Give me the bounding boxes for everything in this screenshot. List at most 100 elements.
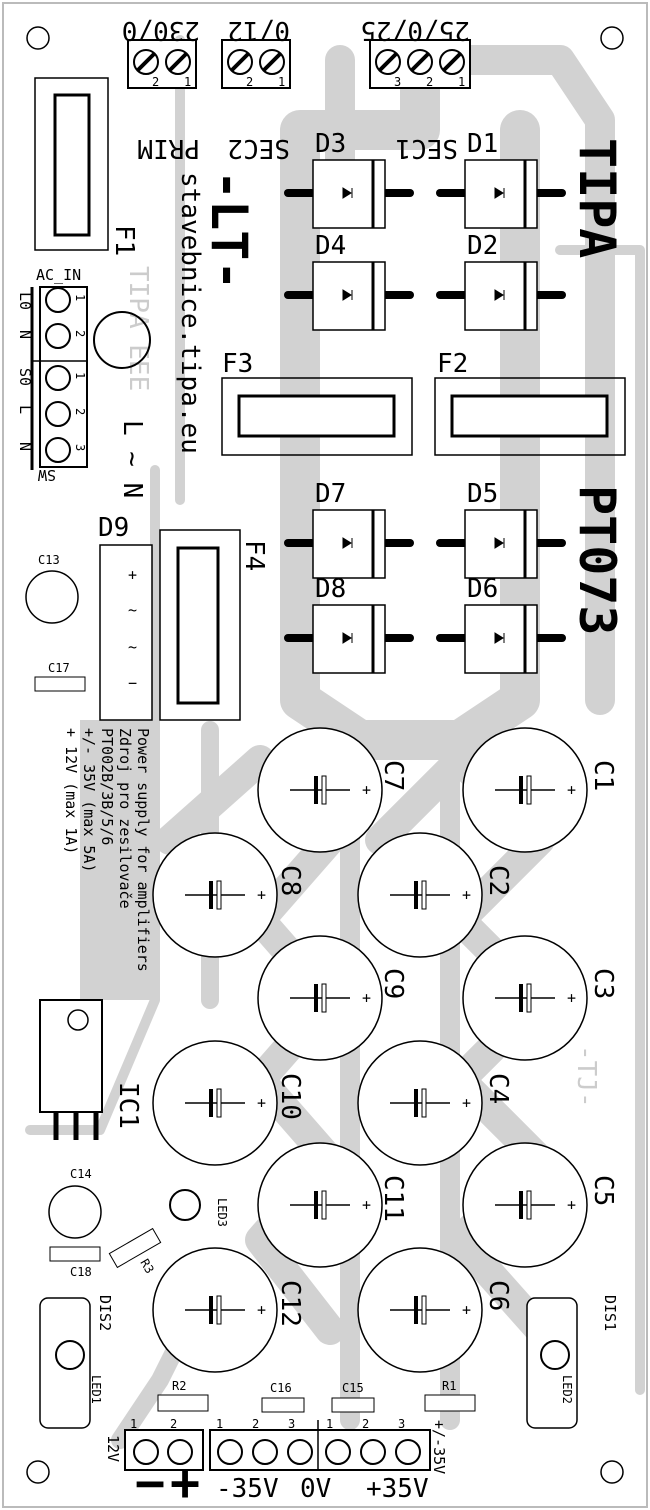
diode: D5: [436, 479, 566, 579]
diode-label: D4: [315, 231, 346, 261]
electrolytic-capacitor: +C11: [257, 1142, 408, 1268]
capacitor-plate: [519, 1191, 523, 1219]
capacitor-plate: [314, 1191, 318, 1219]
polarity-plus: +: [257, 1094, 266, 1112]
leds-displays: LED3 LED1 DIS2 LED2 DIS1: [39, 1189, 619, 1429]
pin-number: 2: [252, 1417, 259, 1431]
diode-symbol-icon: [494, 632, 505, 644]
switch-lamp-symbol: [93, 311, 151, 369]
resistor-label: R1: [442, 1379, 456, 1393]
electrolytic-capacitor: +C3: [462, 935, 618, 1061]
pin-number: 2: [73, 408, 87, 415]
terminal-label: S0: [16, 368, 34, 386]
electrolytic-capacitor: +C9: [257, 935, 408, 1061]
diode-label: D1: [467, 129, 498, 159]
polarity-plus: +: [257, 886, 266, 904]
cap-label: C15: [342, 1381, 364, 1395]
pin-number: 1: [458, 75, 465, 89]
terminal-35v: 1 2 3 1 2 3 -35V 0V +35V +/-35V: [209, 1417, 448, 1504]
diode: D8: [284, 574, 414, 674]
electrolytic-capacitor: +C2: [357, 832, 513, 958]
led-label: LED3: [215, 1198, 229, 1227]
fuse-label: F4: [239, 540, 269, 571]
capacitor-plate: [209, 1296, 213, 1324]
website-text: stavebnice.tipa.eu: [175, 172, 205, 454]
polarity-plus: +: [567, 781, 576, 799]
capacitor-plate: [526, 775, 532, 805]
pin-label: ~: [128, 638, 137, 656]
polarity-plus: +: [462, 1094, 471, 1112]
diode-label: D2: [467, 231, 498, 261]
regulator-ic1: IC1: [39, 999, 143, 1140]
capacitor-plate: [209, 1089, 213, 1117]
capacitor-plate: [526, 1190, 532, 1220]
diode-label: D8: [315, 574, 346, 604]
diode-label: D6: [467, 574, 498, 604]
description-line: Zdroj pro zesilovače: [116, 728, 134, 909]
diode: D7: [284, 479, 414, 579]
fuse-f2: F2: [434, 349, 626, 456]
pin-number: 1: [278, 75, 285, 89]
electrolytic-capacitor: + C4: [357, 1040, 513, 1166]
polarity-plus: +: [567, 989, 576, 1007]
author-mark-2: -TJ-: [571, 1045, 601, 1108]
model-text: PT073: [568, 485, 626, 636]
regulator-label: IC1: [113, 1082, 143, 1129]
electrolytic-capacitor: +C6: [357, 1247, 513, 1373]
diode-symbol-icon: [342, 289, 353, 301]
diode-symbol-icon: [494, 289, 505, 301]
plus-sign: +: [170, 1454, 200, 1510]
fuse-f1: F1: [34, 77, 139, 256]
minus-sign: −: [135, 1454, 165, 1510]
text-backdrop: [80, 720, 152, 1000]
bridge-label: D9: [98, 513, 129, 543]
capacitor-label: C4: [483, 1073, 513, 1104]
capacitor-plate: [519, 776, 523, 804]
polarity-plus: +: [362, 781, 371, 799]
capacitor-plate: [209, 881, 213, 909]
pin-number: 2: [362, 1417, 369, 1431]
electrolytic-capacitor: +C5: [462, 1142, 618, 1268]
capacitor-plate: [321, 983, 327, 1013]
description-block: Power supply for amplifiers Zdroj pro ze…: [62, 728, 152, 972]
diode-label: D5: [467, 479, 498, 509]
diode: D3: [284, 129, 414, 229]
display-label: DIS2: [96, 1295, 114, 1331]
diode-symbol-icon: [494, 187, 505, 199]
capacitor-label: C9: [378, 968, 408, 999]
cap-label: C13: [38, 553, 60, 567]
capacitor-plate: [321, 775, 327, 805]
terminal-sec2: 2 1 0/12 SEC2: [221, 15, 291, 163]
sec2-label: SEC2: [227, 133, 290, 163]
pin-number: 1: [184, 75, 191, 89]
polarity-plus: +: [362, 1196, 371, 1214]
polarity-plus: +: [462, 1301, 471, 1319]
small-capacitors: C13 C14 C15 C16 C17 C18: [25, 553, 375, 1413]
mounting-hole: [600, 1460, 624, 1484]
sec2-value: 0/12: [227, 15, 290, 45]
pin-label: +: [128, 566, 137, 584]
capacitor-label: C12: [275, 1280, 305, 1327]
pin-label: −: [128, 674, 137, 692]
terminal-12v: 1 2 − + 12V: [104, 1417, 204, 1510]
resistor-label: R2: [172, 1379, 186, 1393]
terminal-ac-in-sw: AC_IN L0 N S0 L N 1 2 1 2 3 SW L ~ N: [16, 266, 151, 498]
fuse-label: F2: [437, 349, 468, 379]
mounting-hole: [600, 26, 624, 50]
electrolytic-capacitor: + C1: [462, 727, 618, 853]
prim-label: PRIM: [137, 133, 200, 163]
output-label: 0V: [300, 1474, 331, 1504]
fuse-label: F1: [109, 225, 139, 256]
terminal-label: L0: [16, 292, 34, 310]
resistor-label: R3: [137, 1257, 156, 1277]
cap-label: C16: [270, 1381, 292, 1395]
out35-label: +/-35V: [430, 1420, 448, 1474]
capacitor-label: C1: [588, 760, 618, 791]
terminal-sec1: 3 2 1 25/0/25 SEC1: [360, 15, 471, 163]
polarity-plus: +: [257, 1301, 266, 1319]
pin-number: 2: [246, 75, 253, 89]
electrolytic-capacitor: + C12: [152, 1247, 305, 1373]
capacitor-plate: [519, 984, 523, 1012]
description-line: + 12V (max 1A): [62, 728, 80, 854]
